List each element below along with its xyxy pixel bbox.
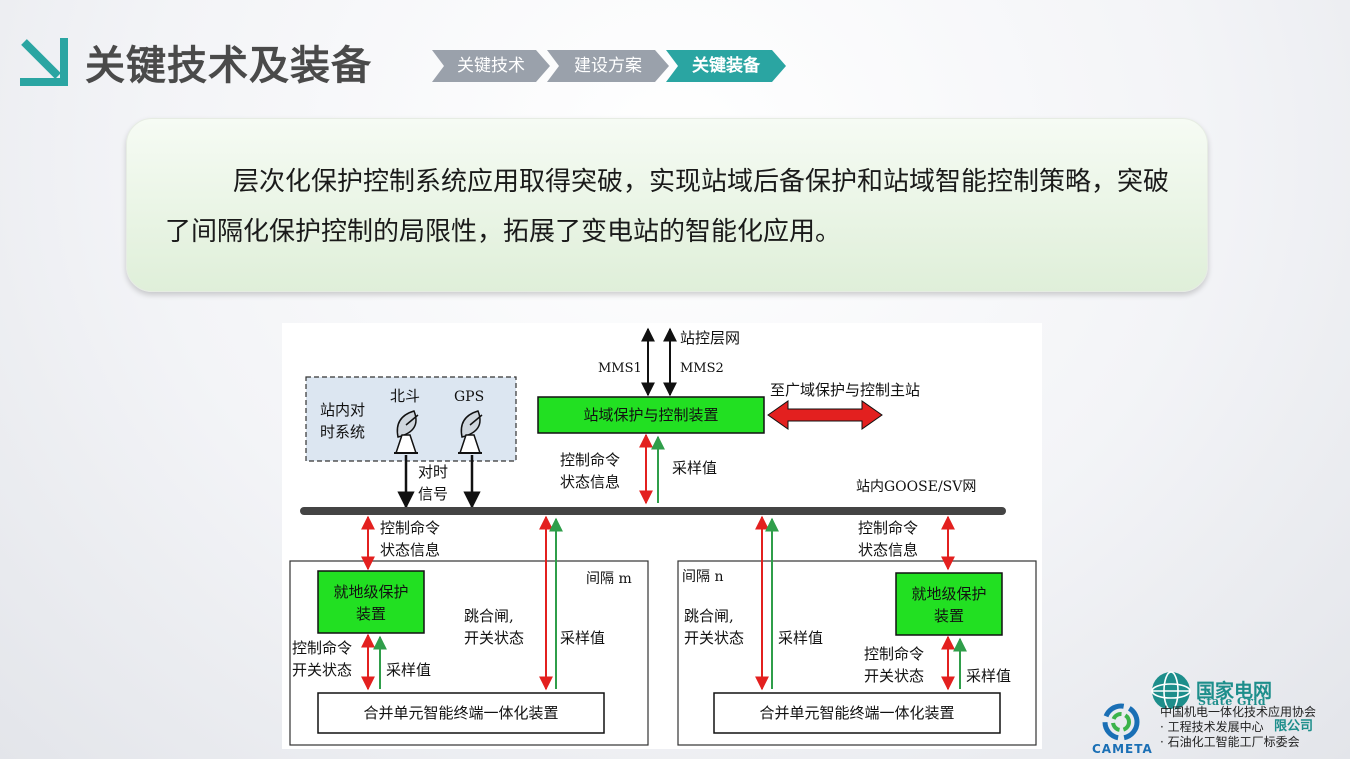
bay-n-local-label-2: 装置 bbox=[934, 607, 964, 625]
station-device-label: 站域保护与控制装置 bbox=[583, 406, 718, 424]
timing-signal-label-2: 信号 bbox=[418, 485, 448, 503]
tab-key-equipment[interactable]: 关键装备 bbox=[666, 50, 786, 82]
station-ctrl-cmd-label: 控制命令 bbox=[560, 451, 620, 469]
beidou-label: 北斗 bbox=[390, 387, 420, 405]
bay-n-inner-sample-label: 采样值 bbox=[966, 667, 1011, 685]
protection-system-diagram: 站控层网 MMS1 MMS2 站内对 时系统 北斗 GPS 对时 信号 站域保护… bbox=[282, 323, 1042, 749]
bay-m-merging-unit bbox=[317, 692, 605, 734]
station-net-label: 站控层网 bbox=[680, 329, 740, 347]
bay-n-label: 间隔 n bbox=[682, 569, 723, 585]
bay-n-switch-label: 开关状态 bbox=[684, 629, 744, 647]
bay-n-local-label-1: 就地级保护 bbox=[911, 585, 986, 603]
cameta-label: CAMETA bbox=[1092, 742, 1153, 756]
company-suffix: 限公司 bbox=[1274, 719, 1314, 734]
wide-area-arrow bbox=[767, 400, 883, 430]
bay-m-sample-label: 采样值 bbox=[560, 629, 605, 647]
bay-m-local-label-2: 装置 bbox=[356, 605, 386, 623]
gps-label: GPS bbox=[454, 389, 484, 405]
wide-area-label: 至广域保护与控制主站 bbox=[770, 381, 920, 399]
mms1-label: MMS1 bbox=[598, 361, 642, 376]
committee-line-1-wrap: · 工程技术发展中心 限公司 bbox=[1160, 719, 1316, 735]
bay-m-status-label: 状态信息 bbox=[380, 541, 440, 559]
timing-system-label-2: 时系统 bbox=[320, 423, 365, 441]
bay-m-label: 间隔 m bbox=[586, 571, 632, 587]
state-grid-en: State Grid bbox=[1198, 695, 1267, 708]
mms2-label: MMS2 bbox=[680, 361, 724, 376]
bay-n-local-protection bbox=[895, 572, 1003, 636]
bay-n-sample-label: 采样值 bbox=[778, 629, 823, 647]
page-title: 关键技术及装备 bbox=[85, 43, 372, 89]
bay-n-status-label: 状态信息 bbox=[858, 541, 918, 559]
state-grid-logo-icon bbox=[1151, 671, 1191, 711]
association-block: 中国机电一体化技术应用协会 · 工程技术发展中心 限公司 · 石油化工智能工厂标… bbox=[1160, 705, 1316, 750]
beidou-dish-icon bbox=[394, 410, 419, 454]
bay-m-inner-ctrl-label: 控制命令 bbox=[292, 639, 352, 657]
bay-m-local-label-1: 就地级保护 bbox=[333, 583, 408, 601]
bay-n-merging-unit bbox=[713, 692, 1001, 734]
arrow-down-right-icon bbox=[20, 38, 68, 86]
summary-callout: 层次化保护控制系统应用取得突破，实现站域后备保护和站域智能控制策略，突破了间隔化… bbox=[126, 118, 1208, 292]
station-status-label: 状态信息 bbox=[560, 473, 620, 491]
tab-key-technology[interactable]: 关键技术 bbox=[432, 50, 550, 82]
mms-arrows bbox=[641, 327, 677, 397]
cameta-logo-icon bbox=[1102, 703, 1140, 741]
station-protection-device bbox=[537, 396, 765, 434]
bay-n-ctrl-cmd-label: 控制命令 bbox=[858, 519, 918, 537]
bay-m-local-protection bbox=[317, 570, 425, 634]
gps-dish-icon bbox=[458, 410, 483, 454]
timing-system-label-1: 站内对 bbox=[320, 401, 365, 419]
state-grid-name: 国家电网 bbox=[1196, 680, 1273, 702]
bay-n-merging-label: 合并单元智能终端一体化装置 bbox=[759, 704, 954, 722]
tab-construction-plan[interactable]: 建设方案 bbox=[547, 50, 669, 82]
bay-m-merging-label: 合并单元智能终端一体化装置 bbox=[363, 704, 558, 722]
committee-line-1: · 工程技术发展中心 bbox=[1160, 720, 1264, 734]
summary-text: 层次化保护控制系统应用取得突破，实现站域后备保护和站域智能控制策略，突破了间隔化… bbox=[165, 167, 1170, 247]
bay-n-trip-label: 跳合闸, bbox=[684, 607, 734, 625]
bay-m-inner-switch-label: 开关状态 bbox=[292, 661, 352, 679]
bay-n-inner-switch-label: 开关状态 bbox=[864, 667, 924, 685]
association-name: 中国机电一体化技术应用协会 bbox=[1160, 705, 1317, 719]
bay-n-inner-ctrl-label: 控制命令 bbox=[864, 645, 924, 663]
timing-signal-label-1: 对时 bbox=[418, 463, 448, 481]
bay-m-switch-label: 开关状态 bbox=[464, 629, 524, 647]
station-sample-label: 采样值 bbox=[672, 459, 717, 477]
committee-line-2: · 石油化工智能工厂标委会 bbox=[1160, 735, 1300, 749]
bay-m-trip-label: 跳合闸, bbox=[464, 607, 514, 625]
bay-m-inner-sample-label: 采样值 bbox=[386, 661, 431, 679]
bay-m-ctrl-cmd-label: 控制命令 bbox=[380, 519, 440, 537]
goose-net-label: 站内GOOSE/SV网 bbox=[856, 479, 976, 495]
